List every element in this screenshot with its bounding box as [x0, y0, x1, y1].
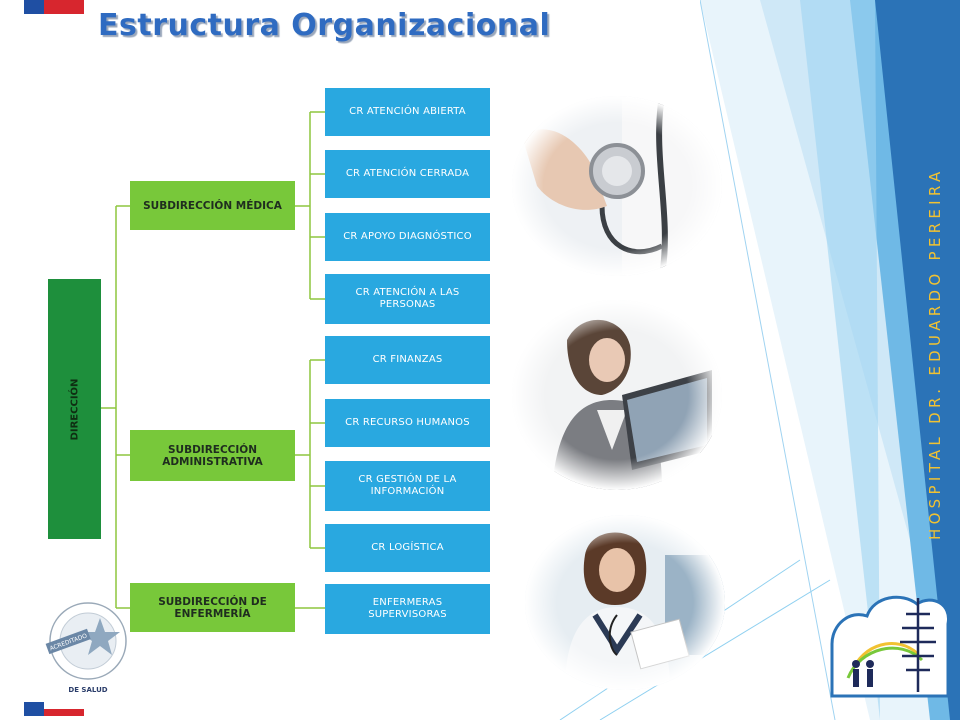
org-node-cr-recurso-humanos: CR RECURSO HUMANOS — [325, 399, 490, 447]
org-node-cr-apoyo-diagnostico: CR APOYO DIAGNÓSTICO — [325, 213, 490, 261]
org-node-subdireccion-medica: SUBDIRECCIÓN MÉDICA — [130, 181, 295, 230]
accreditation-badge: ACREDITADO DE SALUD — [45, 602, 127, 694]
page-title: Estructura Organizacional — [98, 8, 551, 43]
doctor-stethoscope-photo — [512, 96, 722, 276]
org-node-cr-atencion-cerrada: CR ATENCIÓN CERRADA — [325, 150, 490, 198]
badge-footer: DE SALUD — [68, 686, 107, 694]
org-node-cr-atencion-abierta: CR ATENCIÓN ABIERTA — [325, 88, 490, 136]
flag-stripe-bottom — [24, 702, 84, 720]
org-node-subdireccion-enfermeria: SUBDIRECCIÓN DE ENFERMERÍA — [130, 583, 295, 632]
org-node-subdireccion-administrativa: SUBDIRECCIÓN ADMINISTRATIVA — [130, 430, 295, 481]
nurse-clipboard-photo — [525, 515, 725, 690]
hospital-logo — [830, 595, 950, 698]
org-node-cr-gestion-informacion: CR GESTIÓN DE LA INFORMACIÓN — [325, 461, 490, 511]
flag-stripe-top — [24, 0, 84, 14]
org-node-cr-finanzas: CR FINANZAS — [325, 336, 490, 384]
org-node-cr-logistica: CR LOGÍSTICA — [325, 524, 490, 572]
org-node-enfermeras-supervisoras: ENFERMERAS SUPERVISORAS — [325, 584, 490, 634]
right-decoration-panel — [700, 0, 960, 720]
org-node-direccion-label: DIRECCIÓN — [69, 378, 81, 440]
org-node-direccion: DIRECCIÓN — [48, 279, 101, 539]
org-node-cr-atencion-personas: CR ATENCIÓN A LAS PERSONAS — [325, 274, 490, 324]
office-worker-laptop-photo — [512, 300, 722, 490]
hospital-name-vertical: HOSPITAL DR. EDUARDO PEREIRA — [926, 167, 944, 540]
